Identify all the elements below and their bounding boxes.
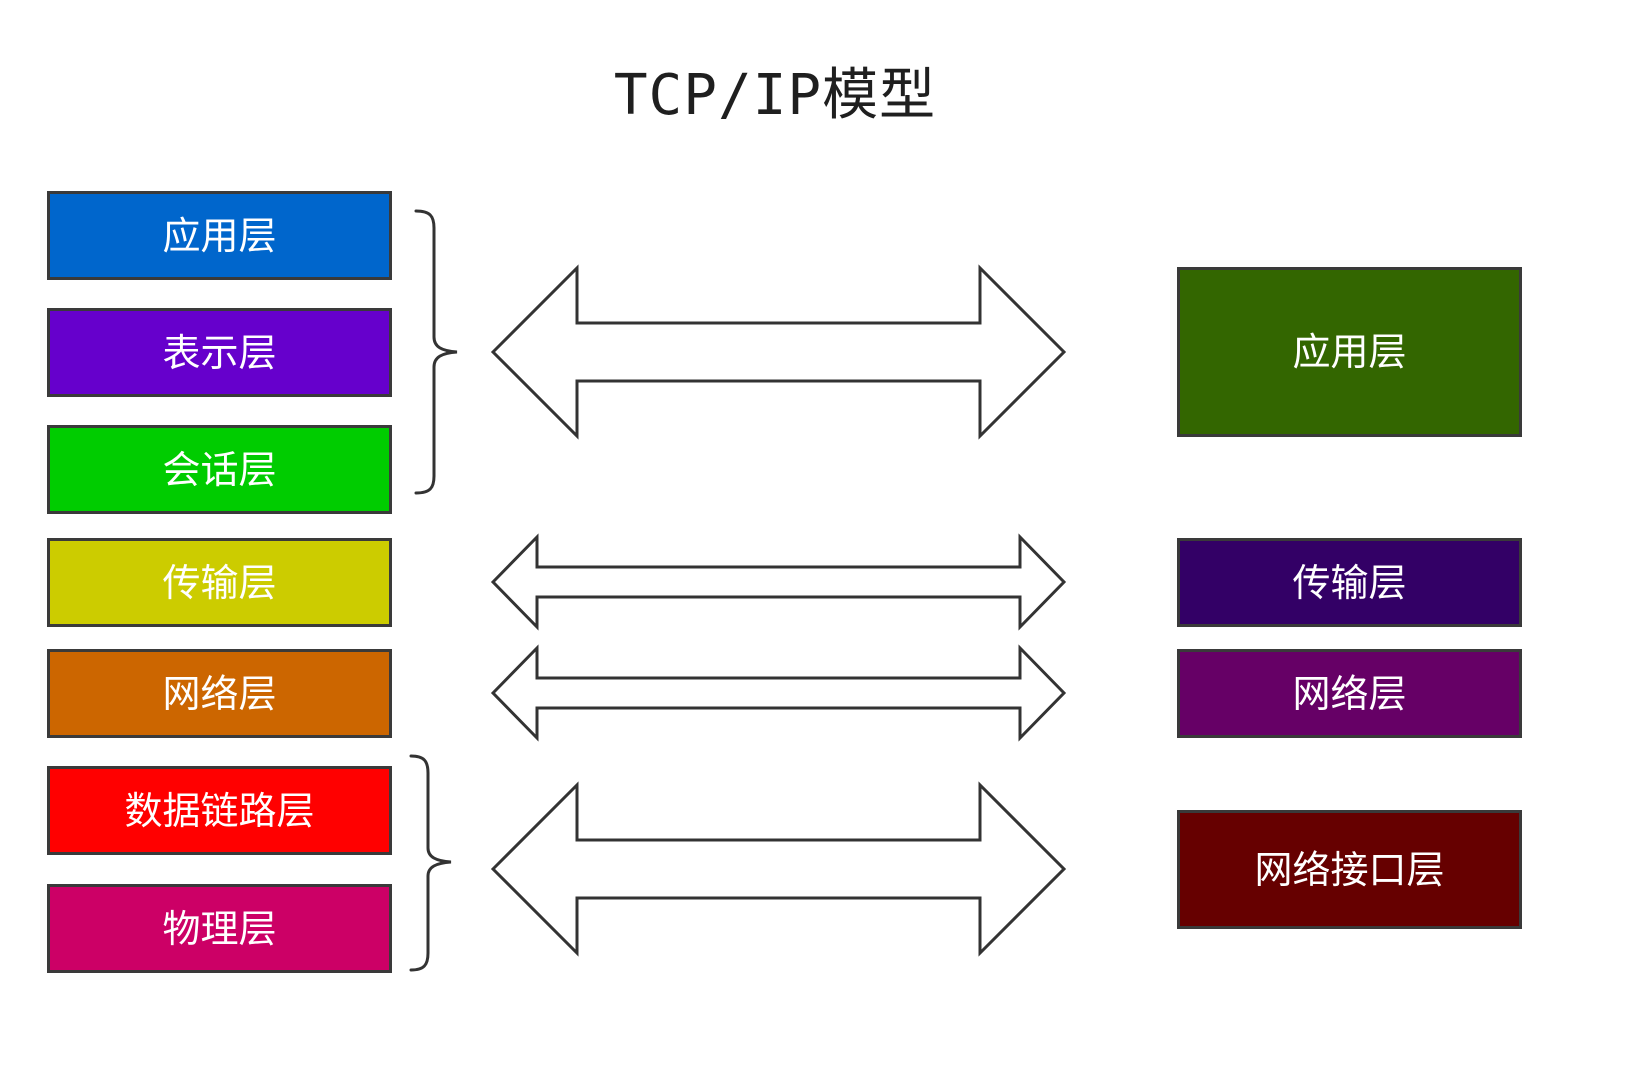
double-arrow-network-interface — [490, 781, 1067, 957]
tcpip-layer-network-interface: 网络接口层 — [1177, 810, 1522, 929]
double-arrow-network — [490, 644, 1067, 742]
tcpip-layer-transport: 传输层 — [1177, 538, 1522, 627]
tcpip-layer-network: 网络层 — [1177, 649, 1522, 738]
osi-layer-label: 数据链路层 — [124, 788, 315, 833]
osi-layer-transport: 传输层 — [47, 538, 392, 627]
osi-layer-label: 会话层 — [162, 447, 277, 492]
brace-lower — [409, 754, 452, 972]
osi-layer-label: 传输层 — [162, 560, 277, 605]
osi-layer-application: 应用层 — [47, 191, 392, 280]
osi-layer-label: 表示层 — [162, 330, 277, 375]
tcpip-layer-label: 网络接口层 — [1254, 847, 1445, 892]
osi-layer-label: 网络层 — [162, 671, 277, 716]
tcpip-layer-application: 应用层 — [1177, 267, 1522, 437]
double-arrow-application — [490, 264, 1067, 440]
tcpip-layer-label: 传输层 — [1292, 560, 1407, 605]
osi-layer-label: 应用层 — [162, 213, 277, 258]
tcpip-layer-label: 应用层 — [1292, 330, 1407, 374]
diagram-title: TCP/IP模型 — [613, 63, 937, 128]
osi-layer-physical: 物理层 — [47, 884, 392, 973]
tcpip-layer-label: 网络层 — [1292, 671, 1407, 716]
osi-layer-presentation: 表示层 — [47, 308, 392, 397]
osi-layer-label: 物理层 — [162, 906, 277, 951]
osi-layer-session: 会话层 — [47, 425, 392, 514]
osi-layer-network: 网络层 — [47, 649, 392, 738]
brace-upper — [414, 209, 458, 495]
double-arrow-transport — [490, 533, 1067, 631]
osi-layer-data-link: 数据链路层 — [47, 766, 392, 855]
